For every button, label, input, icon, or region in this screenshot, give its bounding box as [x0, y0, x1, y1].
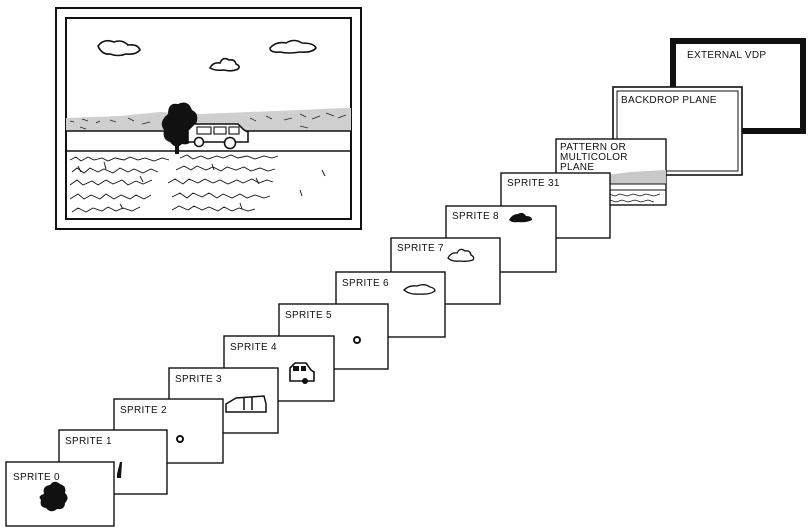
tree-icon	[39, 481, 68, 512]
pattern-plane-label-line1: PATTERN OR	[560, 142, 626, 153]
sprite-0-plane: SPRITE 0	[5, 461, 115, 527]
wheel-icon	[176, 435, 184, 443]
sprite-1-label: SPRITE 1	[65, 436, 112, 447]
pattern-plane-label-line2: MULTICOLOR	[560, 152, 628, 163]
sprite-2-label: SPRITE 2	[120, 405, 167, 416]
sprite-8-label: SPRITE 8	[452, 211, 499, 222]
cloud-icon	[509, 212, 532, 223]
backdrop-plane-label: BACKDROP PLANE	[621, 95, 717, 106]
sprite-31-label: SPRITE 31	[507, 178, 560, 189]
cloud-icon	[403, 284, 436, 295]
cloud-icon	[208, 57, 240, 72]
sprite-5-label: SPRITE 5	[285, 310, 332, 321]
pattern-plane-label-line3: PLANE	[560, 162, 594, 173]
composite-screen	[55, 7, 362, 230]
sprite-3-label: SPRITE 3	[175, 374, 222, 385]
sprite-6-label: SPRITE 6	[342, 278, 389, 289]
wheel-icon	[353, 336, 361, 344]
sprite-4-label: SPRITE 4	[230, 342, 277, 353]
external-vdp-label: EXTERNAL VDP	[687, 50, 766, 61]
car-rear-icon	[289, 362, 315, 384]
cloud-icon	[269, 39, 317, 54]
sprite-0-label: SPRITE 0	[13, 472, 60, 483]
cloud-icon	[97, 39, 141, 57]
cloud-icon	[447, 248, 475, 262]
sprite-7-label: SPRITE 7	[397, 243, 444, 254]
car-front-icon	[225, 395, 267, 413]
car-icon	[187, 123, 249, 150]
tree-trunk-icon	[117, 462, 122, 478]
